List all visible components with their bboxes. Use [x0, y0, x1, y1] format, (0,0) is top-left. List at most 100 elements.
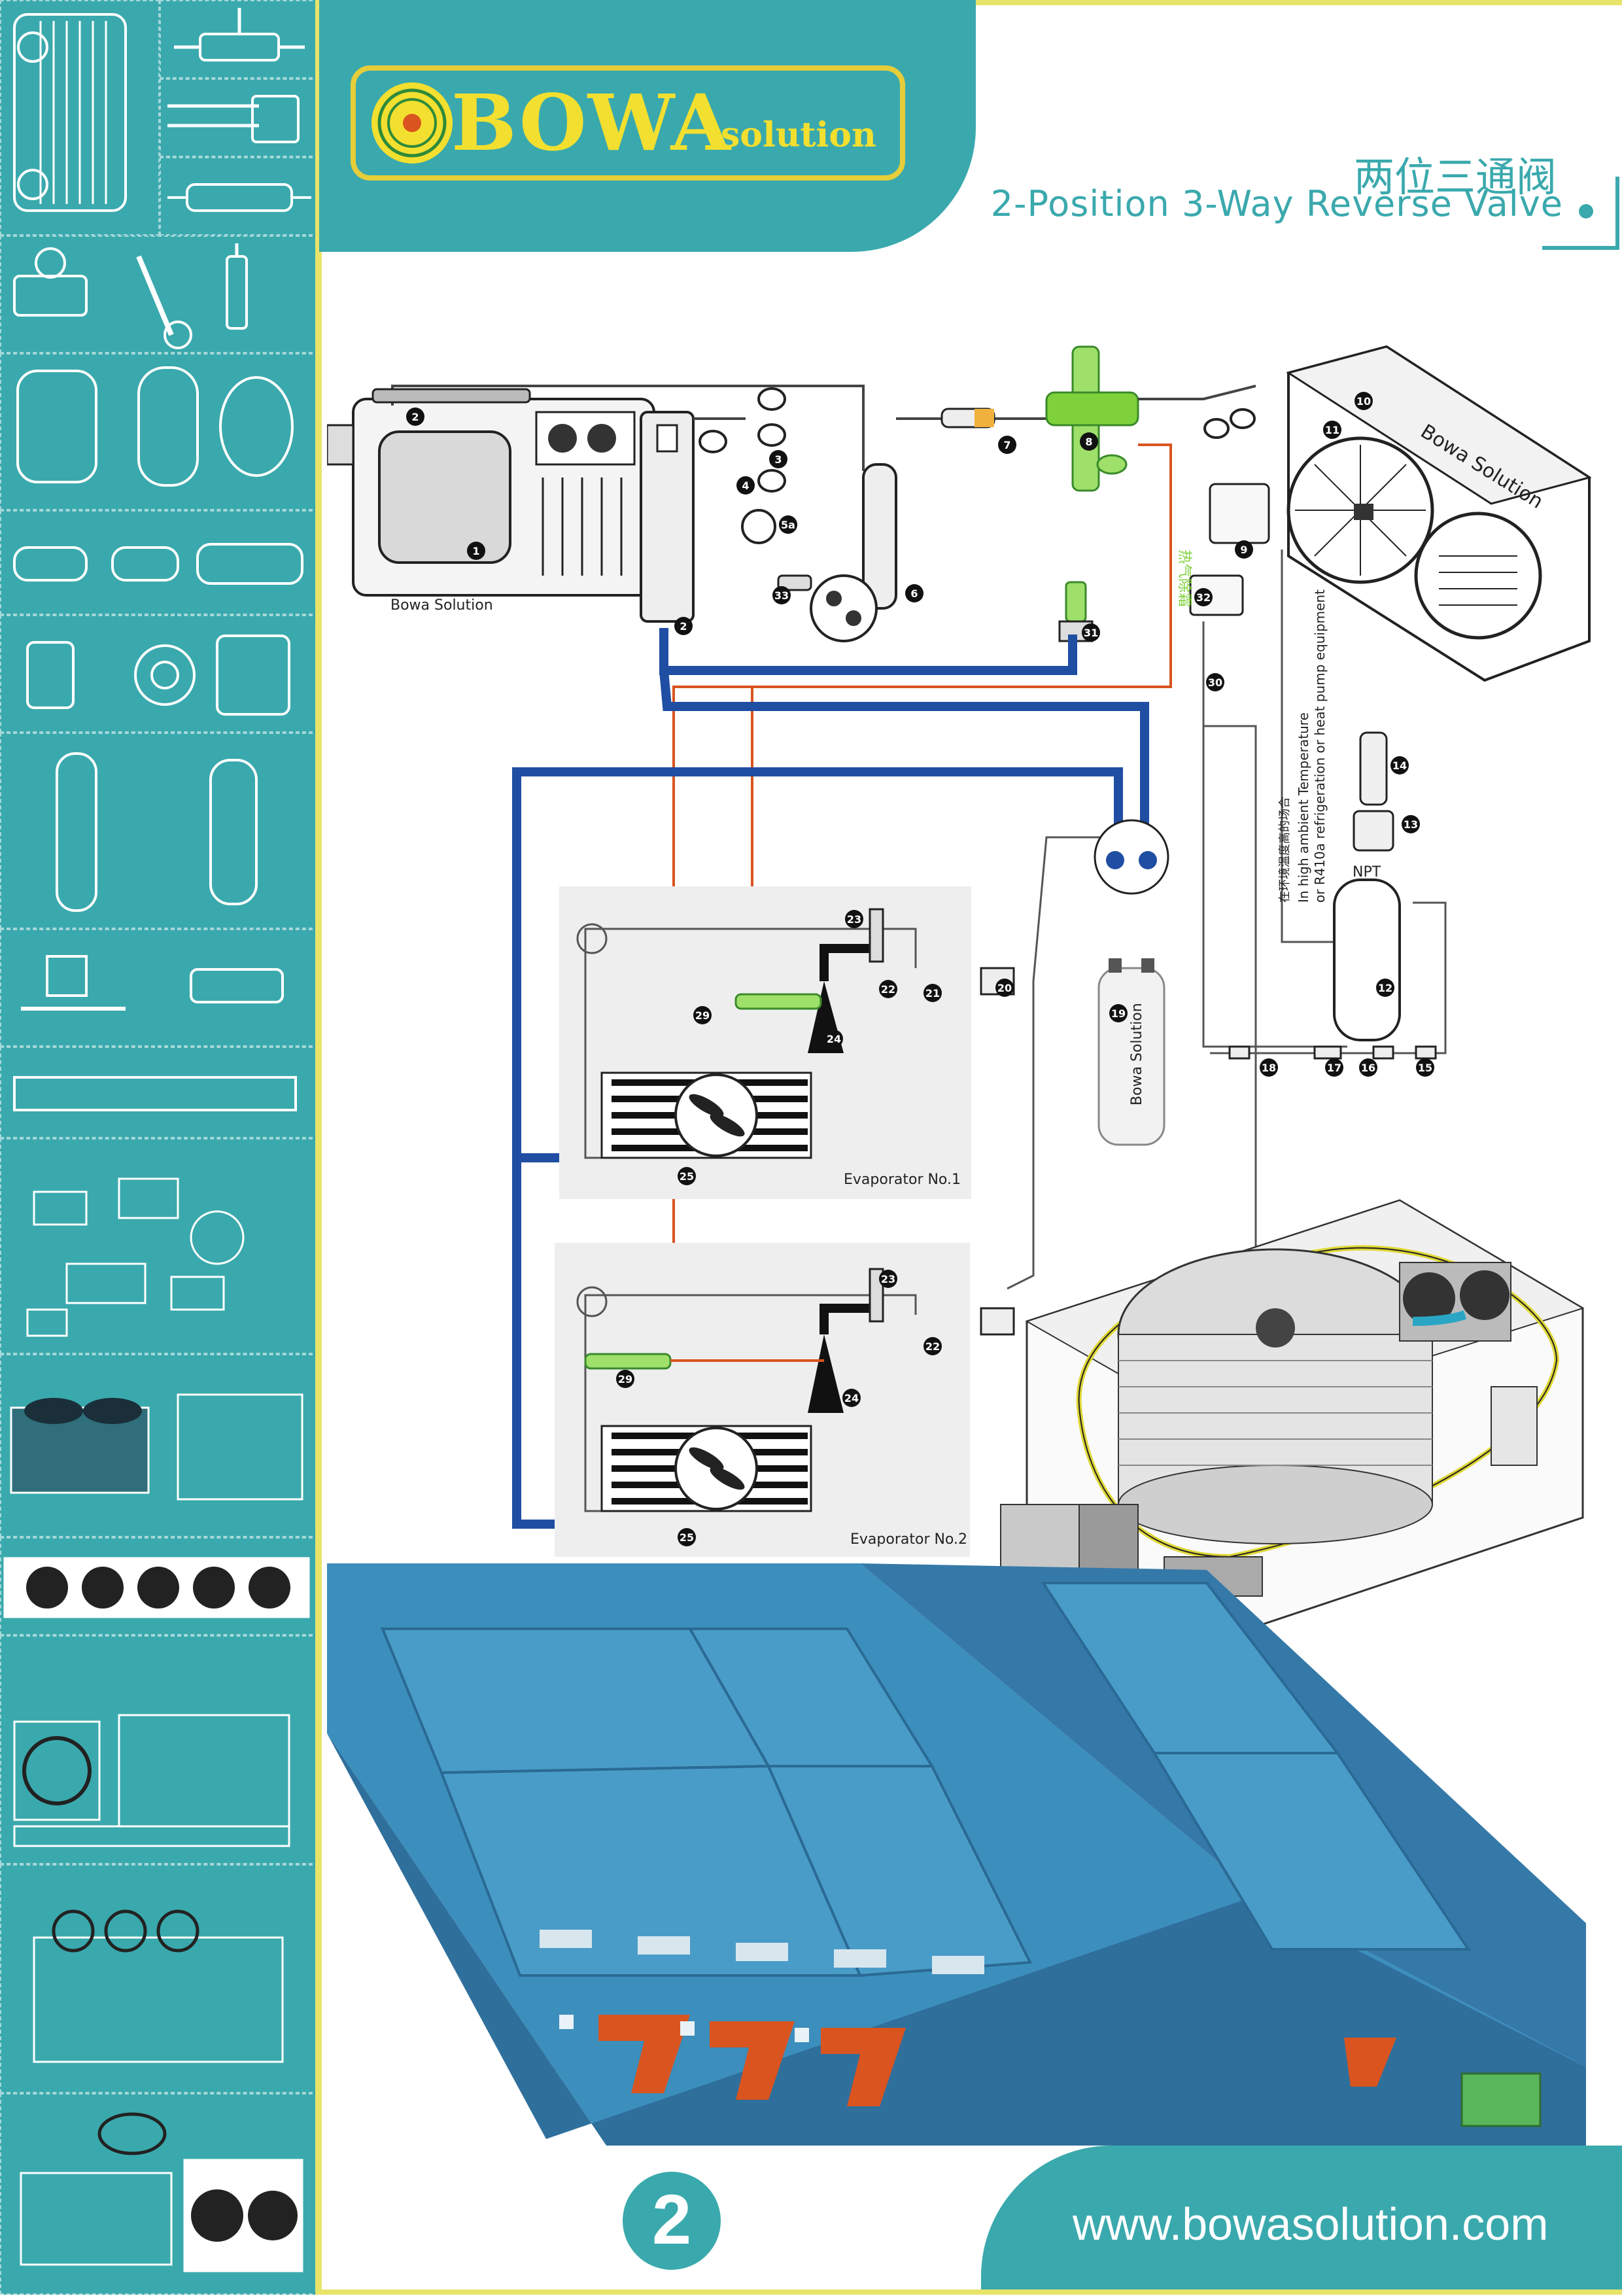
- receiver-tank: Bowa Solution: [1097, 958, 1165, 1146]
- catalog-row: [0, 1047, 319, 1138]
- svg-text:3: 3: [774, 453, 782, 466]
- catalog-cell: [160, 0, 319, 78]
- svg-text:33: 33: [774, 589, 789, 602]
- page-number: 2: [651, 2180, 692, 2259]
- solenoid-valve-icon: [21, 955, 284, 1011]
- condensing-unit-icon: [13, 1714, 290, 1847]
- svg-text:or R410a refrigeration or heat: or R410a refrigeration or heat pump equi…: [1312, 589, 1328, 903]
- expansion-valve-icon: [13, 243, 248, 349]
- catalog-row: [0, 235, 319, 353]
- footer-website-link[interactable]: www.bowasolution.com: [1073, 2199, 1549, 2250]
- oil-separator-icon: [56, 752, 258, 912]
- svg-text:在环境温度高的场合: 在环境温度高的场合: [1278, 797, 1292, 903]
- page-title-english: 2-Position 3-Way Reverse Valve: [990, 183, 1563, 224]
- control-box: [1460, 2072, 1542, 2127]
- svg-text:20: 20: [997, 982, 1012, 994]
- svg-text:17: 17: [1327, 1062, 1341, 1074]
- svg-text:32: 32: [1196, 591, 1211, 604]
- svg-text:9: 9: [1240, 544, 1247, 556]
- svg-text:12: 12: [1378, 982, 1392, 994]
- oil-level-sight: [810, 574, 878, 642]
- pressure-valve: [1353, 810, 1394, 852]
- pressure-gauge: [741, 509, 776, 544]
- condensing-unit-icon: [20, 2112, 303, 2272]
- side-note: 在环境温度高的场合 In high ambient Temperature or…: [1278, 589, 1328, 903]
- solenoid-valve-icon: [167, 95, 300, 143]
- npt-label: NPT: [1353, 864, 1381, 880]
- catalog-row: [0, 1138, 319, 1354]
- compressor-unit: Bowa Solution: [327, 398, 655, 614]
- filter-drier-icon: [167, 183, 311, 212]
- svg-text:8: 8: [1085, 436, 1092, 448]
- pressure-valve: [1359, 731, 1388, 806]
- catalog-row: [0, 2093, 319, 2295]
- evaporator-2-label: Evaporator No.2: [850, 1531, 967, 1548]
- svg-text:1: 1: [472, 545, 479, 557]
- svg-text:24: 24: [827, 1033, 841, 1045]
- svg-text:Bowa Solution: Bowa Solution: [1129, 1003, 1145, 1105]
- svg-text:6: 6: [910, 587, 918, 600]
- bottom-accent-line: [319, 2289, 1622, 2295]
- title-bullet: [1579, 204, 1593, 218]
- filter-drier-icon: [13, 543, 303, 585]
- pressure-control: [1209, 483, 1270, 544]
- svg-text:29: 29: [695, 1009, 710, 1022]
- svg-text:In high ambient Temperature: In high ambient Temperature: [1296, 712, 1311, 903]
- svg-text:31: 31: [1084, 627, 1098, 639]
- svg-text:11: 11: [1325, 424, 1339, 436]
- heat-exchanger: [1094, 819, 1169, 895]
- catalog-cell: [0, 0, 160, 235]
- evaporator-1-label: Evaporator No.1: [844, 1172, 961, 1188]
- catalog-row: [0, 1537, 319, 1635]
- blue-freezer-tunnel: [327, 1563, 1586, 2146]
- callout-numbers: 1 2 2 3 4 5 5a 6 7 8 9 10 11 12 13 14 15…: [406, 392, 1434, 1546]
- evaporator-1: Evaporator No.1: [559, 886, 1015, 1199]
- svg-text:29: 29: [618, 1373, 632, 1385]
- brand-logo-subtext: solution: [721, 115, 876, 155]
- svg-text:4: 4: [742, 479, 749, 492]
- compressor-rack-icon: [33, 1909, 284, 2063]
- svg-text:16: 16: [1361, 1062, 1375, 1074]
- svg-text:19: 19: [1111, 1007, 1126, 1020]
- compressor-label: Bowa Solution: [390, 597, 493, 614]
- catalog-row: [0, 615, 319, 733]
- svg-text:22: 22: [881, 983, 895, 996]
- air-cooled-condenser: Bowa Solution: [1286, 345, 1592, 682]
- catalog-row: [0, 1635, 319, 1864]
- catalog-row: [0, 1354, 319, 1537]
- svg-text:21: 21: [925, 987, 940, 1000]
- brand-logo-text: BOWA: [451, 77, 733, 168]
- exploded-parts-icon: [26, 1177, 245, 1337]
- spiral-freezer-illustration: [1000, 1199, 1585, 1643]
- unit-cooler-icon: [3, 1557, 310, 1618]
- svg-text:22: 22: [925, 1340, 940, 1353]
- catalog-cell: [160, 157, 319, 235]
- sidebar-catalog: [0, 0, 319, 2295]
- catalog-row: [0, 510, 319, 615]
- liquid-receiver: [1333, 878, 1401, 1041]
- svg-text:14: 14: [1392, 759, 1407, 772]
- svg-text:15: 15: [1418, 1062, 1432, 1074]
- svg-text:30: 30: [1208, 676, 1222, 689]
- page-title-chinese: 两位三通阀: [1353, 153, 1557, 201]
- catalog-cell: [160, 78, 319, 157]
- oil-separator: [640, 411, 695, 623]
- svg-text:24: 24: [844, 1392, 859, 1404]
- heat-exchanger-tube-icon: [13, 1076, 297, 1111]
- svg-text:7: 7: [1003, 439, 1010, 451]
- catalog-row: [0, 1864, 319, 2093]
- suction-accumulator: [862, 463, 897, 610]
- reverse-valve: [1045, 345, 1139, 492]
- page-number-badge: [623, 2172, 721, 2270]
- sight-glass-icon: [26, 635, 290, 716]
- compressor-icon: [16, 366, 294, 487]
- svg-text:23: 23: [847, 913, 861, 926]
- svg-text:18: 18: [1262, 1062, 1276, 1074]
- flexible-hose: [371, 388, 531, 404]
- title-bracket: [1542, 177, 1619, 250]
- sidebar-accent-strip: [315, 0, 322, 2295]
- catalog-row: [0, 353, 319, 510]
- ball-valve-icon: [174, 8, 305, 61]
- refrigeration-schematic: Bowa Solution Bowa Solution: [327, 345, 1592, 1576]
- svg-text:10: 10: [1356, 395, 1371, 408]
